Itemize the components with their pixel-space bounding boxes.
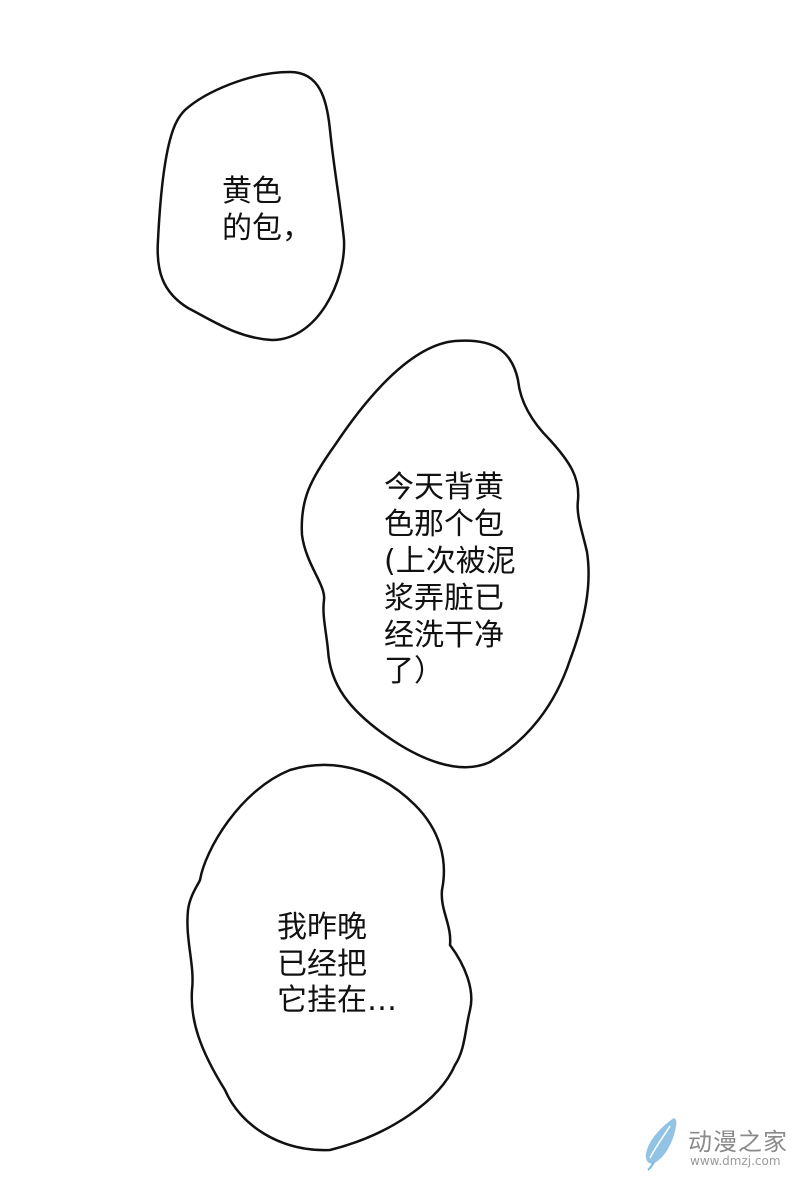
bubble-2-line: (上次被泥 [384,543,516,579]
watermark-url: www.dmzj.com [690,1154,781,1168]
bubble-3-text: 我昨晚 已经把 它挂在… [277,910,397,1020]
bubble-1-line: 黄色 [222,174,282,209]
bubble-3-line: 我昨晚 [277,910,367,945]
watermark-title: 动漫之家 [688,1128,788,1156]
speech-bubble-3 [186,763,473,1152]
speech-bubble-2 [300,339,590,769]
bubble-3-line: 已经把 [277,946,367,982]
bubble-3-line: 它挂在… [277,983,397,1019]
feather-logo-icon [645,1118,677,1171]
bubble-2-line: 经洗干净 [384,617,504,653]
bubble-2-text: 今天背黄 色那个包 (上次被泥 浆弄脏已 经洗干净 了） [384,470,516,691]
speech-bubble-1 [156,70,346,342]
bubble-2-line: 色那个包 [384,506,504,542]
watermark: 动漫之家 www.dmzj.com [640,1112,800,1172]
bubble-1-text: 黄色 的包， [222,174,312,247]
bubble-1-line: 的包， [222,210,312,246]
bubble-2-line: 今天背黄 [384,470,504,505]
bubble-2-line: 浆弄脏已 [384,580,504,616]
bubble-2-line: 了） [384,654,444,690]
